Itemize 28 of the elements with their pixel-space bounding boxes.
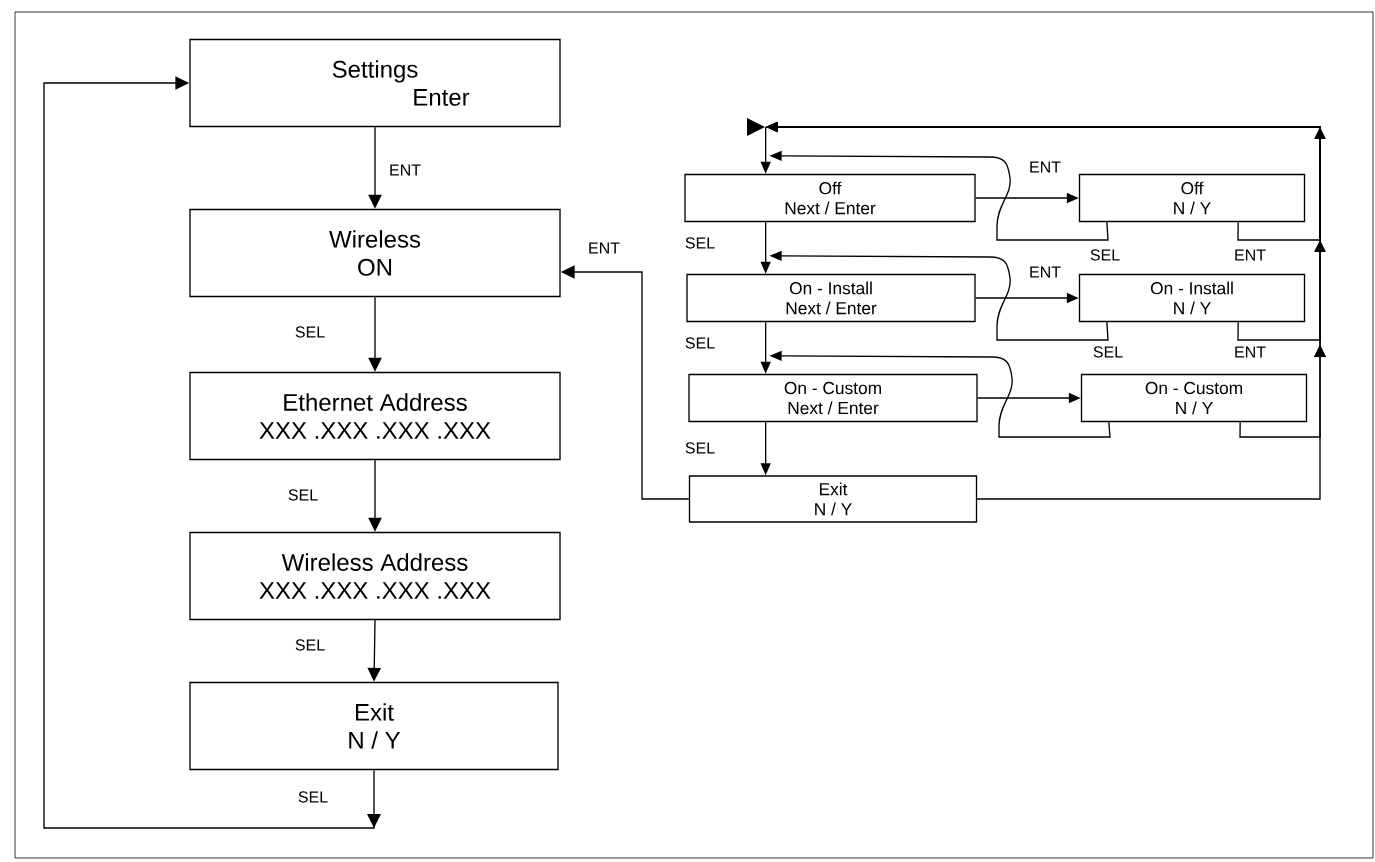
menu-box: Wireless ON — [189, 208, 561, 298]
edge-label: SEL — [683, 336, 717, 350]
menu-box: Off N / Y — [1078, 173, 1306, 223]
edge-label: ENT — [586, 241, 622, 255]
edge-label: SEL — [683, 441, 717, 455]
edge-label: SEL — [293, 325, 327, 339]
edge-label: SEL — [286, 488, 320, 502]
menu-box: On - Install N / Y — [1078, 273, 1306, 323]
edge-label: ENT — [1027, 265, 1063, 279]
edge-label: SEL — [1088, 248, 1122, 262]
edge-label: ENT — [387, 163, 423, 177]
menu-box: Off Next / Enter — [684, 173, 976, 223]
menu-box: Settings Enter — [189, 38, 561, 128]
menu-box: Exit N / Y — [189, 681, 559, 771]
edge-label: ENT — [1232, 248, 1268, 262]
menu-box: Ethernet Address XXX .XXX .XXX .XXX — [189, 371, 561, 461]
menu-box: Wireless Address XXX .XXX .XXX .XXX — [189, 531, 561, 621]
edge-label: ENT — [1027, 160, 1063, 174]
edge-label: SEL — [683, 236, 717, 250]
edge-label: SEL — [1091, 345, 1125, 359]
menu-box: Exit N / Y — [688, 475, 978, 523]
edge-label: ENT — [1232, 345, 1268, 359]
arrow — [43, 76, 381, 829]
menu-box: On - Custom Next / Enter — [688, 373, 978, 423]
edge-label: SEL — [296, 790, 330, 804]
menu-box: On - Custom N / Y — [1080, 373, 1308, 423]
menu-box: On - Install Next / Enter — [686, 273, 976, 323]
edge-label: SEL — [293, 638, 327, 652]
